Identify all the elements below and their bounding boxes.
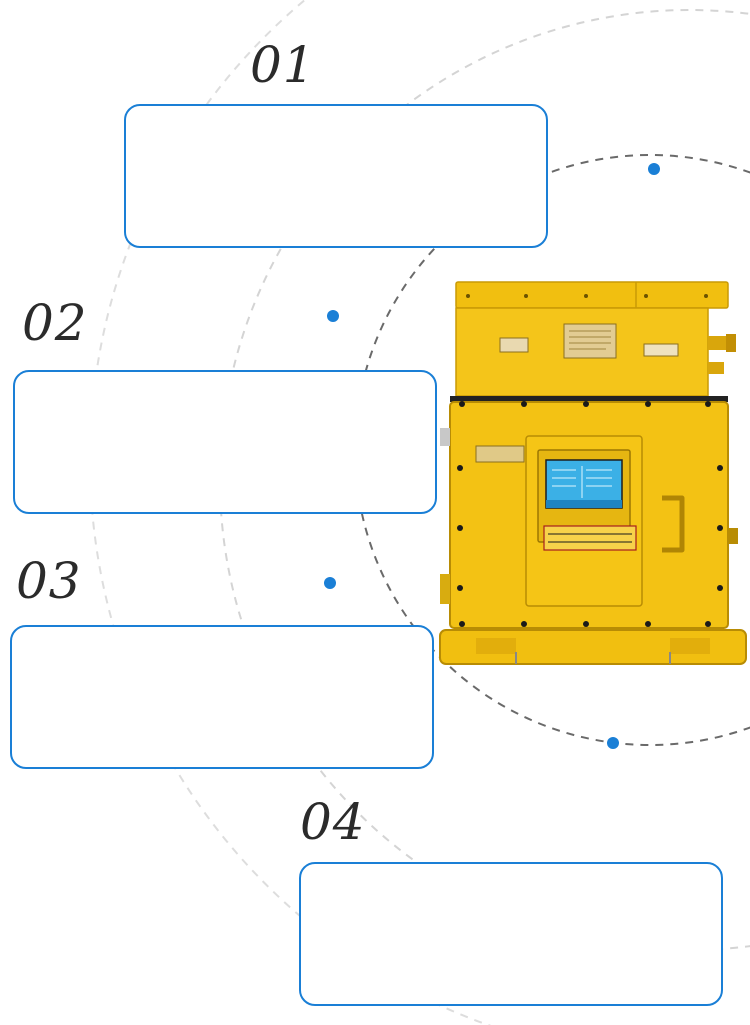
step-box-02 (13, 370, 437, 514)
step-number-03: 03 (16, 552, 82, 610)
step-text-03 (12, 627, 432, 655)
step-box-04 (299, 862, 723, 1006)
step-number-04: 04 (300, 793, 366, 851)
step-text-04 (301, 864, 721, 892)
step-number-01: 01 (250, 36, 316, 94)
step-text-02 (15, 372, 435, 400)
step-text-01 (126, 106, 546, 134)
step-number-02: 02 (22, 294, 88, 352)
step-box-03 (10, 625, 434, 769)
step-box-01 (124, 104, 548, 248)
ring-dot-1 (648, 163, 660, 175)
ring-dot-2 (327, 310, 339, 322)
device-image (439, 281, 747, 665)
ring-dot-4 (607, 737, 619, 749)
ring-dot-3 (324, 577, 336, 589)
